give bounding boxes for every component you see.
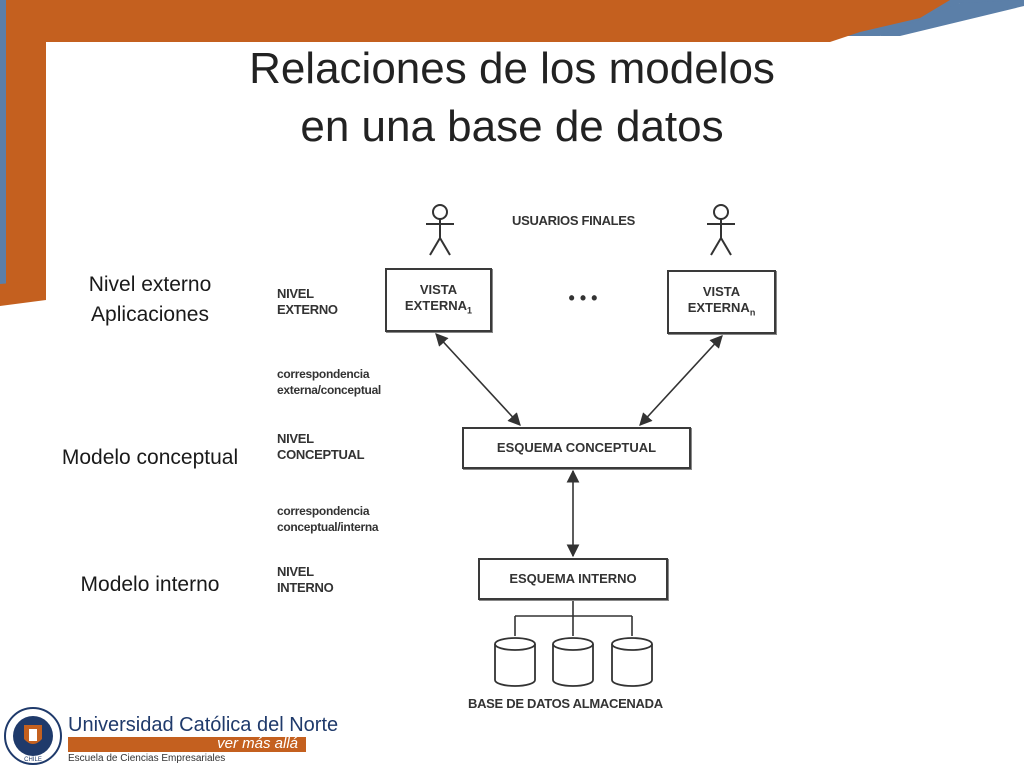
label-modelo-conceptual: Modelo conceptual: [61, 446, 239, 469]
slogan: ver más allá: [217, 735, 298, 752]
label-modelo-interno: Modelo interno: [80, 573, 220, 596]
school-name: Escuela de Ciencias Empresariales: [68, 753, 226, 764]
seal-letters: CHILE: [24, 757, 42, 763]
user-figure-n: [707, 204, 735, 256]
label-aplicaciones: Aplicaciones: [91, 303, 209, 326]
database-cylinder-2: [552, 637, 594, 687]
frame-orange-left: [0, 0, 46, 300]
frame-blue-left: [0, 0, 6, 300]
title-line-1: Relaciones de los modelos: [249, 44, 775, 93]
arrow-vistan-conceptual: [639, 335, 723, 426]
slogan-bar: ver más allá: [68, 735, 306, 752]
title-line-2: en una base de datos: [300, 102, 724, 151]
arrow-vista1-conceptual: [435, 333, 521, 426]
frame-blue-stripe: [880, 0, 1024, 36]
vista-externa-n-box: VISTA EXTERNAn: [667, 270, 776, 334]
frame-orange-top: [0, 0, 950, 42]
esquema-conceptual-box: ESQUEMA CONCEPTUAL: [462, 427, 691, 469]
ellipsis: • • •: [568, 288, 598, 308]
esquema-interno-box: ESQUEMA INTERNO: [478, 558, 668, 600]
slide-title: Relaciones de los modelos en una base de…: [120, 40, 904, 156]
storage-connectors: [514, 600, 633, 636]
user-figure-1: [426, 204, 454, 256]
university-name: Universidad Católica del Norte: [68, 714, 339, 736]
label-nivel-externo-line1: Nivel externo: [88, 273, 212, 296]
label-nivel-externo: Nivel externo Aplicaciones: [70, 270, 230, 330]
database-cylinder-1: [494, 637, 536, 687]
vista-externa-1-box: VISTA EXTERNA1: [385, 268, 492, 332]
frame-corner: [0, 280, 46, 306]
database-cylinder-3: [611, 637, 653, 687]
usuarios-finales-label: USUARIOS FINALES: [512, 213, 636, 228]
university-seal-icon: CHILE: [4, 707, 62, 765]
base-datos-almacenada-label: BASE DE DATOS ALMACENADA: [468, 696, 663, 711]
